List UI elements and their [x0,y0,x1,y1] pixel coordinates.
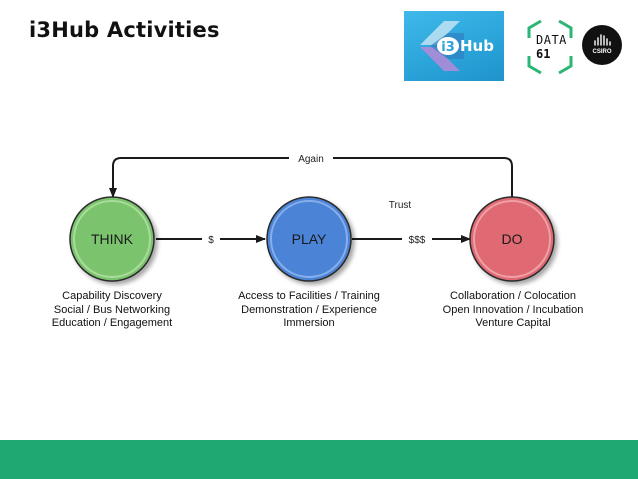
do-node-circle [469,196,555,282]
think-node: THINK [69,196,155,282]
play-to-do-label: $$$ [409,235,426,246]
play-caption-line: Immersion [283,317,335,329]
think-caption: Capability Discovery Social / Bus Networ… [22,290,202,331]
csiro-logo: CSIRO [582,25,622,65]
i3hub-logo: i3 Hub [404,11,504,81]
footer-bar [0,440,638,479]
play-to-do-label-bg [402,231,432,247]
think-caption-line: Capability Discovery [62,290,162,302]
think-to-play-label: $ [208,235,214,246]
do-node: DO [469,196,555,282]
think-node-circle [69,196,155,282]
play-node-label: PLAY [292,231,327,247]
slide-title: i3Hub Activities [29,18,220,42]
think-caption-line: Education / Engagement [51,317,173,329]
again-label-bg [289,150,333,166]
do-caption-line: Collaboration / Colocation [450,290,576,302]
play-node-circle [266,196,352,282]
again-label: Again [298,154,324,165]
trust-label: Trust [389,200,412,211]
i3hub-logo-mark: i3 [420,21,464,71]
do-caption: Collaboration / Colocation Open Innovati… [423,290,603,331]
i3hub-logo-mark-text: i3 [441,40,455,55]
play-caption-line: Access to Facilities / Training [238,290,380,302]
csiro-mark-icon [594,34,611,46]
play-caption: Access to Facilities / Training Demonstr… [219,290,399,331]
data61-logo-line2: 61 [536,47,551,61]
think-node-ring [73,200,151,278]
think-to-play-label-bg [202,231,220,247]
csiro-logo-word: CSIRO [592,49,612,55]
play-node-ring [270,200,348,278]
play-caption-line: Demonstration / Experience [241,303,377,316]
do-caption-line: Venture Capital [475,317,551,329]
data61-logo-line1: DATA [536,33,567,47]
think-caption-line: Social / Bus Networking [53,303,171,316]
do-caption-line: Open Innovation / Incubation [442,303,584,316]
play-node: PLAY [266,196,352,282]
data61-logo: DATA 61 [525,18,575,76]
do-node-ring [473,200,551,278]
i3hub-logo-word: Hub [460,37,494,55]
data61-hexagon-icon [527,19,573,75]
think-node-label: THINK [91,231,134,247]
do-node-label: DO [502,231,523,247]
